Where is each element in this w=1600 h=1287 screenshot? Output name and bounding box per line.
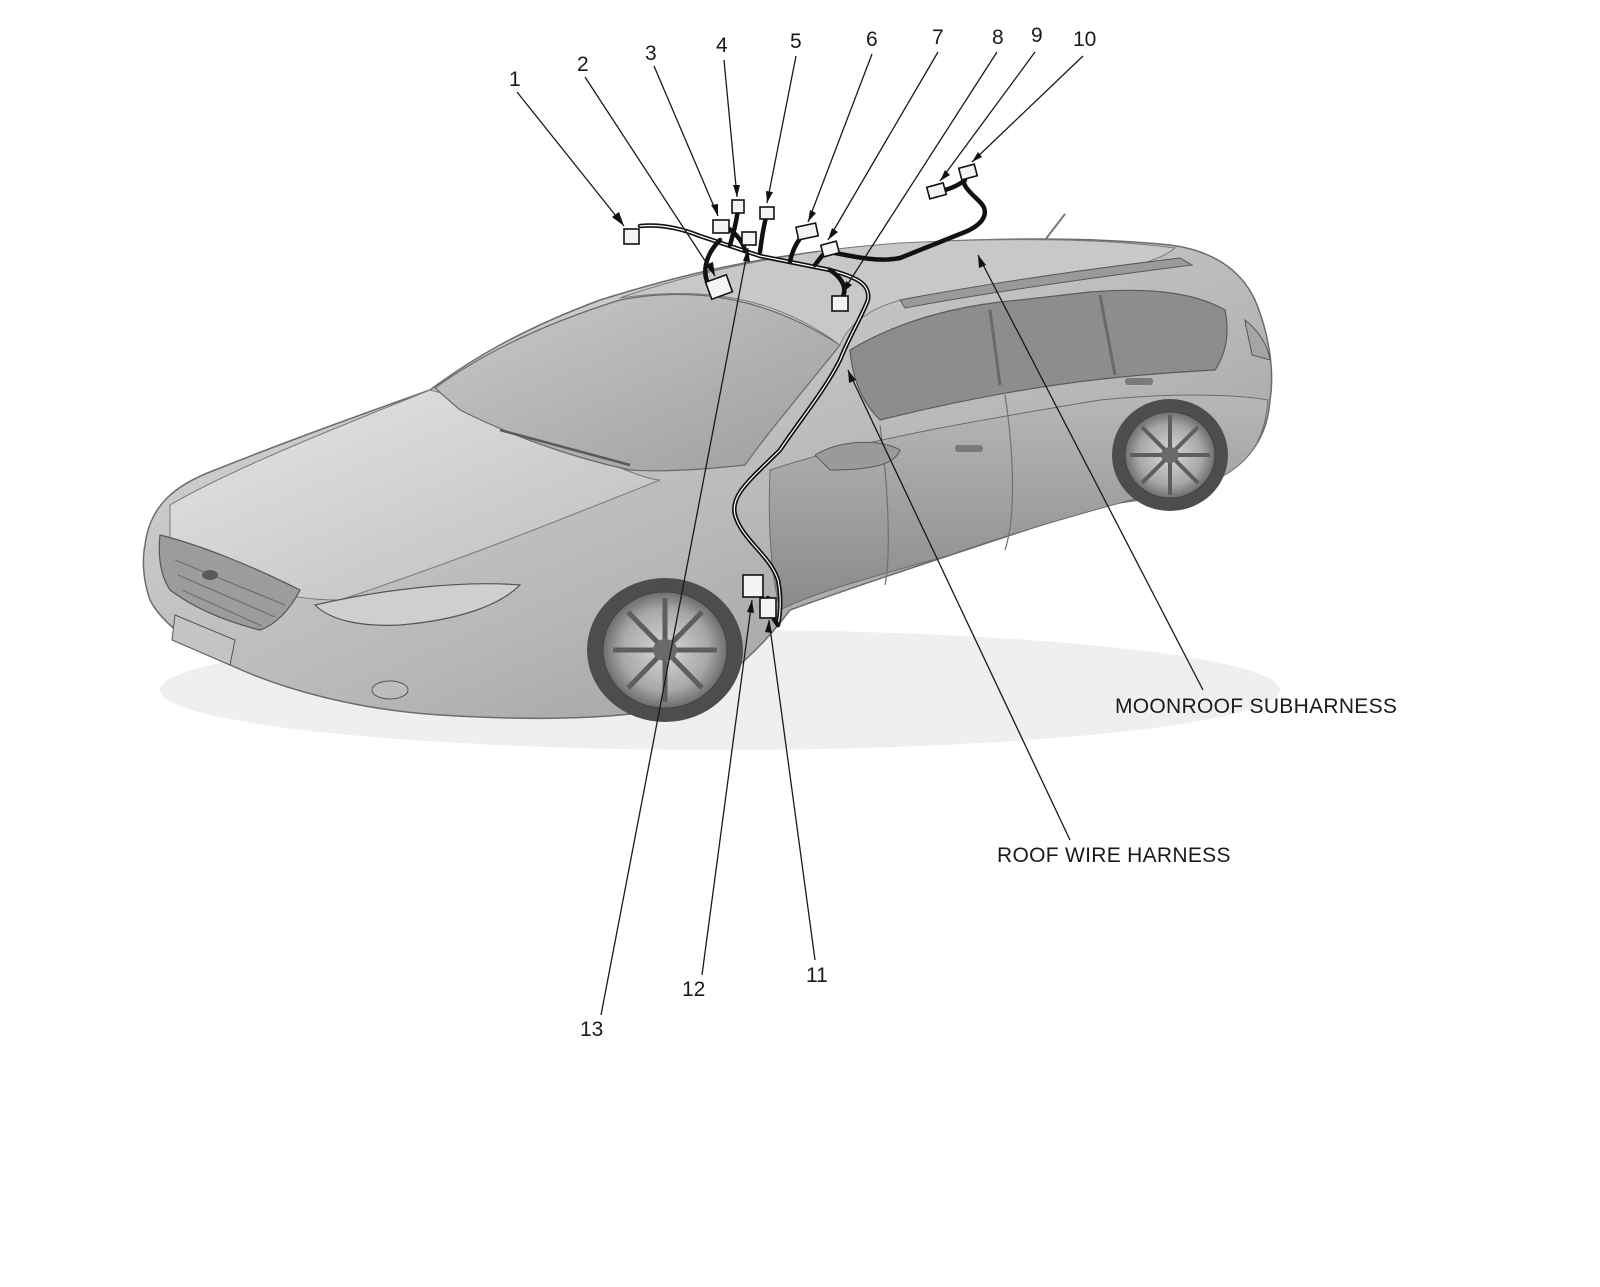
- callout-5: 5: [790, 30, 802, 53]
- connector-10: [957, 163, 979, 181]
- callout-12: 12: [682, 978, 705, 1001]
- callout-3: 3: [645, 42, 657, 65]
- arrowhead-8: [842, 281, 852, 293]
- leader-8: [841, 51, 998, 294]
- arrowhead-6: [808, 210, 816, 222]
- door-line-rear: [1004, 394, 1014, 551]
- leader-13: [600, 247, 749, 1016]
- rear-door-handle: [1125, 378, 1153, 385]
- callout-11: 11: [806, 964, 828, 987]
- arrowhead-roof-harness: [848, 370, 856, 383]
- leader-12: [701, 599, 753, 976]
- connector-3: [712, 219, 730, 234]
- callout-2: 2: [577, 53, 589, 76]
- roof-rail: [899, 257, 1194, 309]
- callout-9: 9: [1031, 24, 1043, 47]
- antenna: [1044, 213, 1066, 241]
- headlight: [313, 583, 522, 626]
- leader-11: [768, 619, 816, 961]
- callout-8: 8: [992, 26, 1004, 49]
- callout-7: 7: [932, 26, 944, 49]
- callout-1: 1: [509, 68, 521, 91]
- side-mirror: [814, 441, 901, 471]
- leader-lines: [516, 51, 1204, 1016]
- arrowhead-10: [972, 152, 982, 162]
- leader-2: [584, 76, 716, 277]
- arrowhead-4: [733, 185, 740, 197]
- callout-4: 4: [716, 34, 728, 57]
- car-windshield: [434, 293, 841, 472]
- b-pillar: [988, 309, 1002, 386]
- arrowhead-5: [766, 191, 773, 203]
- connector-13: [741, 231, 757, 246]
- callout-6: 6: [866, 28, 878, 51]
- license-plate: [171, 614, 236, 666]
- front-door-handle: [955, 445, 983, 452]
- car-side-windows: [849, 289, 1228, 421]
- connector-2: [704, 273, 734, 301]
- leader-arrowheads: [612, 152, 986, 633]
- arrowhead-12: [747, 600, 754, 613]
- callout-10: 10: [1073, 28, 1096, 51]
- leader-3: [653, 65, 719, 217]
- wiper: [499, 428, 631, 467]
- connector-7: [819, 240, 841, 258]
- leader-9: [939, 51, 1036, 182]
- connector-5: [759, 206, 775, 220]
- connector-6: [795, 222, 820, 241]
- leader-moonroof: [977, 254, 1204, 691]
- grille-slats: [174, 559, 286, 627]
- arrowhead-2: [705, 262, 715, 276]
- leader-4: [723, 59, 738, 198]
- car-illustration: [142, 213, 1280, 750]
- tail-light: [1244, 318, 1271, 361]
- front-wheel: [587, 578, 743, 722]
- leader-5: [766, 55, 797, 204]
- arrowhead-7: [828, 228, 838, 240]
- arrowhead-1: [612, 212, 624, 226]
- leader-roof-harness: [847, 369, 1071, 841]
- leader-7: [827, 51, 939, 241]
- moonroof-subharness-label: MOONROOF SUBHARNESS: [1115, 695, 1397, 718]
- connector-8: [831, 295, 849, 312]
- leader-1: [516, 91, 625, 227]
- connector-11: [759, 597, 777, 619]
- rear-wheel: [1112, 399, 1228, 511]
- arrowhead-13: [743, 248, 750, 262]
- callout-13: 13: [580, 1018, 603, 1041]
- connector-9: [925, 181, 948, 200]
- brand-emblem: [202, 570, 218, 580]
- arrowhead-moonroof: [978, 255, 986, 268]
- fog-light: [371, 680, 409, 700]
- connector-12: [742, 574, 764, 598]
- callout-numbers: 1 2 3 4 5 6 7 8 9 10 11 12 13: [509, 24, 1096, 1041]
- connector-4: [731, 199, 745, 214]
- leader-6: [807, 53, 873, 223]
- arrowhead-11: [765, 620, 772, 633]
- c-pillar: [1098, 294, 1117, 376]
- leader-10: [971, 55, 1084, 163]
- connector-1: [623, 228, 640, 245]
- harness-connectors: [623, 163, 979, 619]
- roof-wire-harness-label: ROOF WIRE HARNESS: [997, 844, 1231, 867]
- arrowhead-9: [940, 170, 950, 181]
- arrowhead-3: [711, 204, 718, 216]
